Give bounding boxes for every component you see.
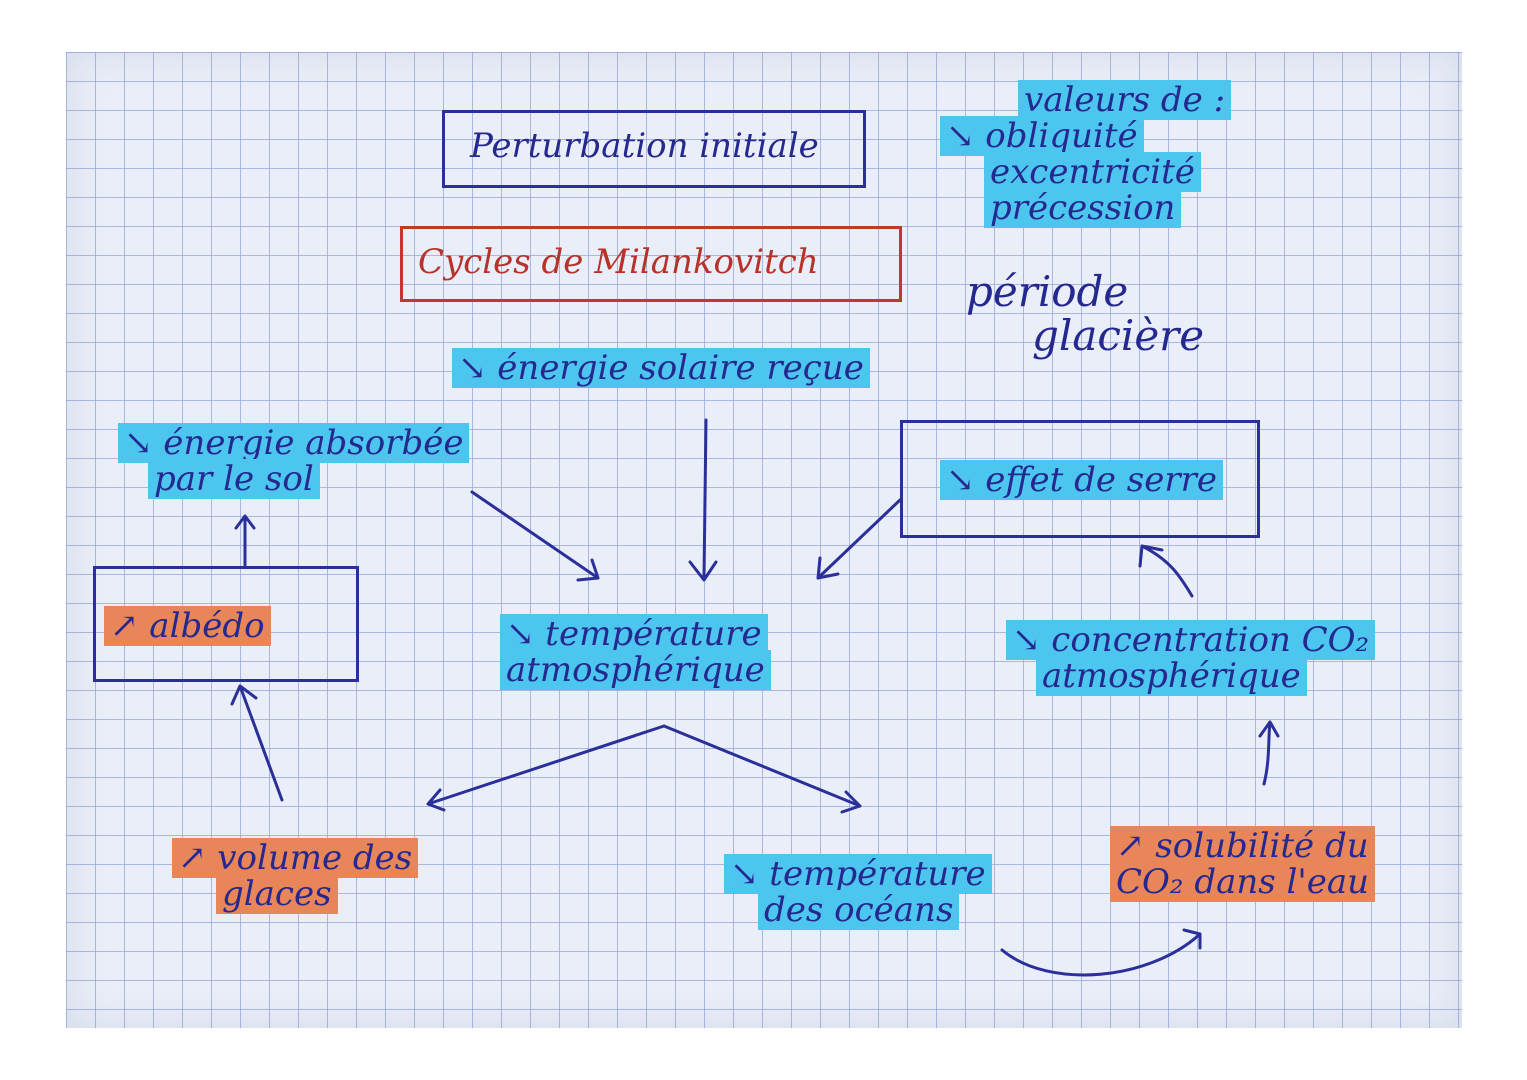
solubilite-line-1: ↗ solubilité du (1110, 826, 1375, 866)
temp-atm-node: ↘ température atmosphérique (500, 614, 771, 690)
valeurs-group: valeurs de : ↘ obliquité excentricité pr… (940, 80, 1232, 228)
energie-absorbee-node: ↘ énergie absorbée par le sol (118, 423, 470, 499)
valeurs-excentricite: excentricité (984, 152, 1201, 192)
energie-absorbee-line-2: par le sol (148, 459, 320, 499)
volume-glaces-line-1: ↗ volume des (172, 838, 419, 878)
albedo-node: ↗ albédo (104, 606, 271, 646)
cycles-box (400, 226, 902, 302)
perturbation-box (442, 110, 866, 188)
effet-serre-box (900, 420, 1260, 538)
cycles-text: Cycles de Milankovitch (418, 242, 819, 282)
volume-glaces-node: ↗ volume des glaces (172, 838, 419, 914)
temp-atm-line-1: ↘ température (500, 614, 768, 654)
solubilite-node: ↗ solubilité du CO₂ dans l'eau (1110, 826, 1376, 902)
conc-co2-line-2: atmosphérique (1036, 656, 1307, 696)
albedo-box (93, 566, 359, 682)
effet-serre-text: ↘ effet de serre (940, 460, 1223, 500)
periode-line-2: glacière (1032, 311, 1205, 360)
perturbation-text: Perturbation initiale (470, 126, 819, 166)
valeurs-title: valeurs de : (1018, 80, 1232, 120)
volume-glaces-line-2: glaces (216, 874, 338, 914)
valeurs-obliquite: ↘ obliquité (940, 116, 1144, 156)
albedo-text: ↗ albédo (104, 606, 271, 646)
periode-glaciere: période glacière (966, 270, 1204, 358)
periode-line-1: période (966, 267, 1129, 316)
temp-oceans-line-2: des océans (758, 890, 960, 930)
effet-serre-node: ↘ effet de serre (940, 460, 1223, 500)
conc-co2-node: ↘ concentration CO₂ atmosphérique (1006, 620, 1376, 696)
energie-solaire-text: ↘ énergie solaire reçue (452, 348, 870, 388)
temp-oceans-node: ↘ température des océans (724, 854, 992, 930)
temp-atm-line-2: atmosphérique (500, 650, 771, 690)
temp-oceans-line-1: ↘ température (724, 854, 992, 894)
energie-solaire-node: ↘ énergie solaire reçue (452, 348, 870, 388)
cycles-label: Cycles de Milankovitch (418, 244, 819, 280)
conc-co2-line-1: ↘ concentration CO₂ (1006, 620, 1376, 660)
solubilite-line-2: CO₂ dans l'eau (1110, 862, 1376, 902)
valeurs-precession: précession (984, 188, 1182, 228)
energie-absorbee-line-1: ↘ énergie absorbée (118, 423, 470, 463)
perturbation-label: Perturbation initiale (470, 128, 819, 164)
